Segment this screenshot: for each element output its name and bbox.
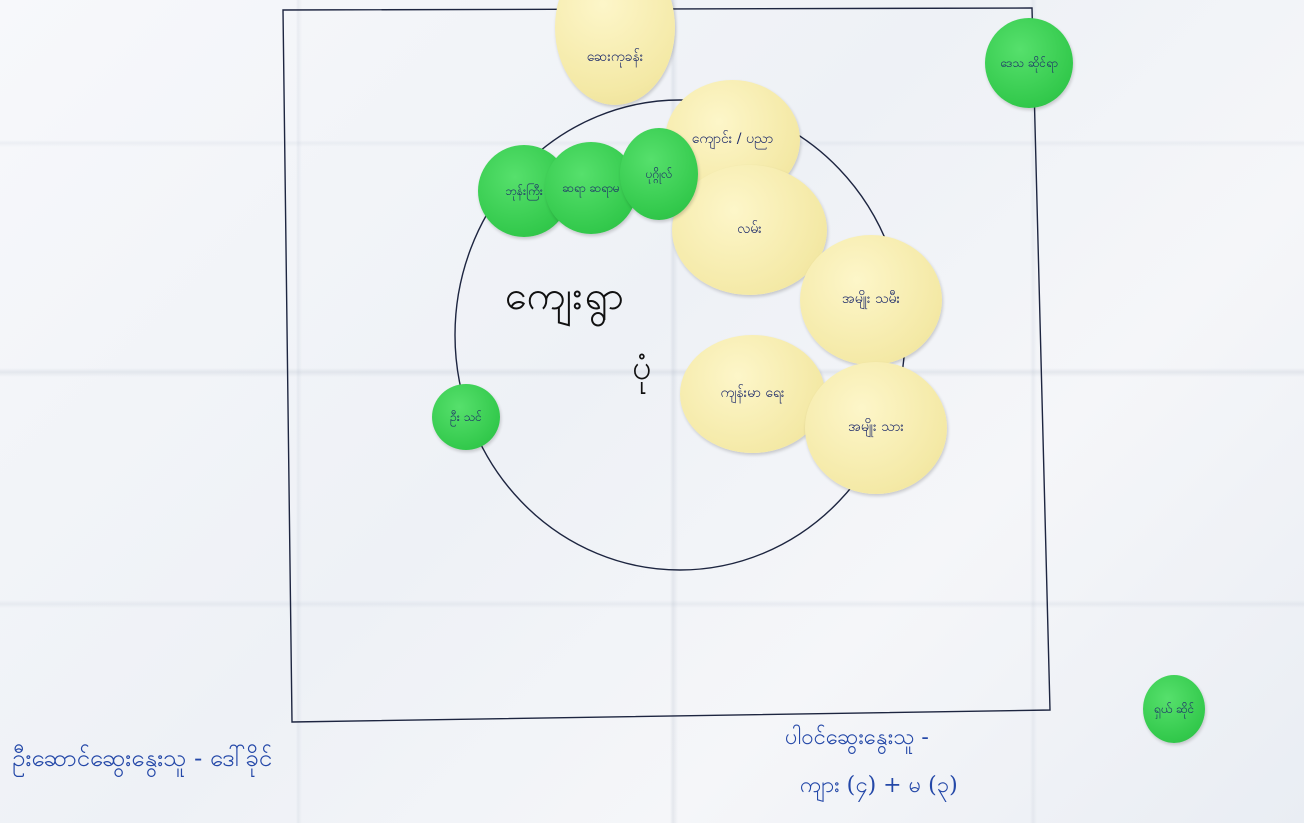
note-left-green: ဦး သင် <box>432 384 500 450</box>
center-label-village: ကျေးရွာ <box>505 273 626 319</box>
note-men: အမျိုး သား <box>805 362 947 494</box>
note-road: လမ်း <box>672 165 827 295</box>
note-health: ကျန်းမာ ရေး <box>680 335 825 453</box>
participants-caption-line1: ပါဝင်ဆွေးနွေးသူ - <box>785 725 929 750</box>
participants-caption-line2: ကျား (၄) + မ (၃) <box>800 773 958 798</box>
note-top-right-green: ဒေသ ဆိုင်ရာ <box>985 18 1073 108</box>
note-person: ပုဂ္ဂိုလ် <box>620 128 698 220</box>
square-frame <box>282 7 1051 723</box>
center-label-map: ပုံ <box>632 348 654 388</box>
facilitator-caption: ဦးဆောင်ဆွေးနွေးသူ - ဒေါ်ခိုင် <box>12 744 273 772</box>
note-bottom-right-green: ရှယ် ဆိုင် <box>1143 675 1205 743</box>
note-women: အမျိုး သမီး <box>800 235 942 365</box>
